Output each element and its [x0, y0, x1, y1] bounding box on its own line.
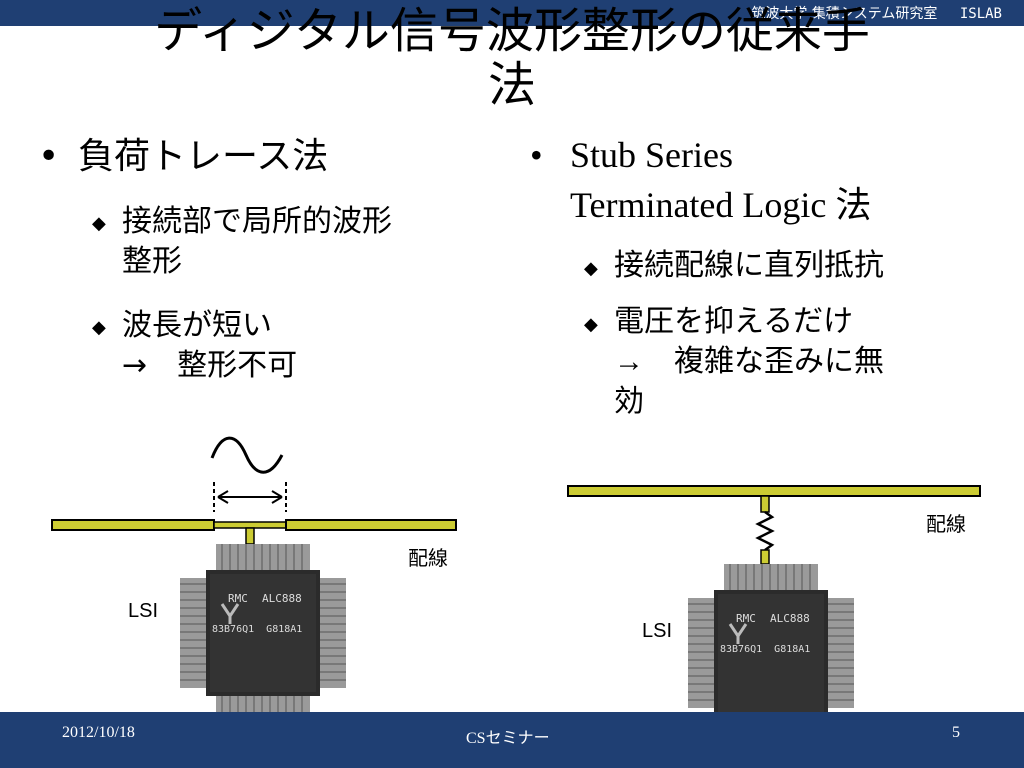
left-item-2: ◆ 波長が短い → 整形不可 — [92, 306, 492, 386]
footer-title: CSセミナー — [466, 730, 550, 747]
left-wire-label: 配線 — [408, 548, 448, 570]
right-item-2-text: 電圧を抑えるだけ → 複雑な歪みに無 効 — [614, 305, 884, 418]
bullet-dot: • — [38, 136, 60, 177]
wire-drop-lower — [760, 549, 770, 565]
diamond-bullet-icon: ◆ — [92, 317, 106, 338]
chip-model-left: ALC888 — [262, 592, 302, 605]
left-heading-bullet: • 負荷トレース法 — [38, 134, 328, 180]
bullet-dot: • — [530, 135, 543, 175]
affiliation-text: 筑波大学 集積システム研究室 — [751, 6, 938, 22]
chip-model-right: ALC888 — [770, 612, 810, 625]
wire-connector — [245, 527, 255, 545]
right-item-1: ◆ 接続配線に直列抵抗 — [584, 246, 1004, 288]
right-diagram — [567, 485, 981, 712]
right-heading-bullet: • Stub Series Terminated Logic 法 — [530, 130, 871, 230]
wire-drop — [760, 495, 770, 513]
resistor-icon — [755, 510, 775, 552]
left-lsi-label: LSI — [128, 600, 159, 622]
left-item-1-text: 接続部で局所的波形 整形 — [122, 204, 392, 279]
left-item-1: ◆ 接続部で局所的波形 整形 — [92, 202, 492, 282]
wire-stub-segment — [213, 521, 287, 529]
chip-brand-left: RMC — [228, 592, 248, 605]
right-wire-label: 配線 — [926, 514, 966, 536]
right-item-1-text: 接続配線に直列抵抗 — [614, 249, 884, 282]
chip-code-right: 83B76Q1 G818A1 — [720, 644, 811, 655]
slide-title: ディジタル信号波形整形の従来手 法 — [154, 3, 870, 113]
waveform-icon — [210, 436, 284, 474]
lab-name: ISLAB — [959, 6, 1002, 22]
wavelength-marker — [213, 482, 287, 512]
right-item-2: ◆ 電圧を抑えるだけ → 複雑な歪みに無 効 — [584, 302, 1004, 422]
left-item-2-text: 波長が短い → 整形不可 — [122, 308, 298, 383]
wavelength-arrow — [217, 490, 283, 504]
diamond-bullet-icon: ◆ — [584, 314, 598, 334]
right-heading: Stub Series Terminated Logic 法 — [570, 135, 872, 225]
lsi-chip-right — [686, 562, 856, 712]
diamond-bullet-icon: ◆ — [92, 213, 106, 234]
page-number: 5 — [952, 724, 960, 741]
wire-right-main — [567, 485, 981, 497]
chip-code-left: 83B76Q1 G818A1 — [212, 624, 303, 635]
left-diagram — [51, 436, 457, 712]
right-lsi-label: LSI — [642, 620, 673, 642]
footer-date: 2012/10/18 — [62, 724, 135, 741]
left-heading: 負荷トレース法 — [78, 136, 329, 177]
footer-bar: 2012/10/18 CSセミナー 5 — [0, 712, 1024, 768]
wire-right-segment — [285, 519, 457, 531]
diamond-bullet-icon: ◆ — [584, 258, 598, 278]
chip-brand-right: RMC — [736, 612, 756, 625]
wire-left-segment — [51, 519, 215, 531]
header-label: 筑波大学 集積システム研究室 ISLAB — [751, 3, 1002, 23]
diagrams — [51, 436, 981, 712]
header-bar: 筑波大学 集積システム研究室 ISLAB — [0, 0, 1024, 26]
